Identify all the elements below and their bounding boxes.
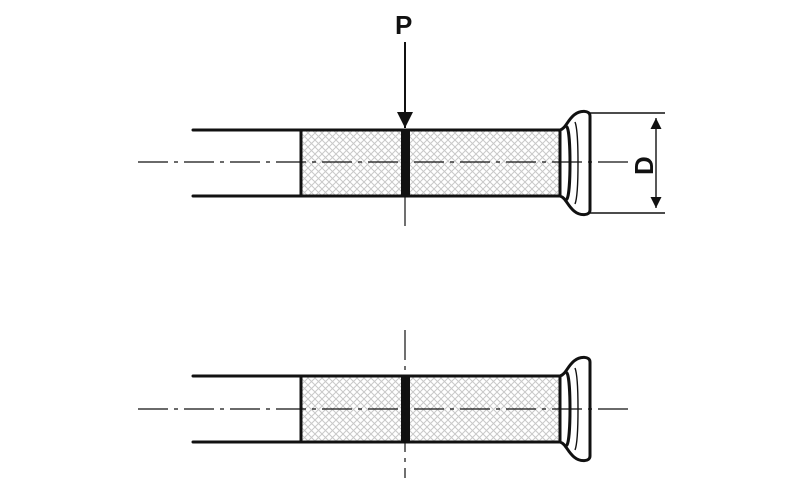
flange-inner-line <box>565 125 572 201</box>
flange-head <box>558 355 592 463</box>
view-before-cut: P D <box>138 10 665 232</box>
force-label: P <box>395 10 412 40</box>
cut-groove <box>401 130 410 196</box>
knurl-hatch-left <box>301 130 401 196</box>
flange-inner-line-2 <box>574 121 579 205</box>
knurl-hatch-right <box>410 130 560 196</box>
view-after-cut <box>138 330 630 478</box>
diameter-label: D <box>629 156 659 175</box>
tube-outline <box>191 128 562 198</box>
flange-head <box>558 109 592 217</box>
